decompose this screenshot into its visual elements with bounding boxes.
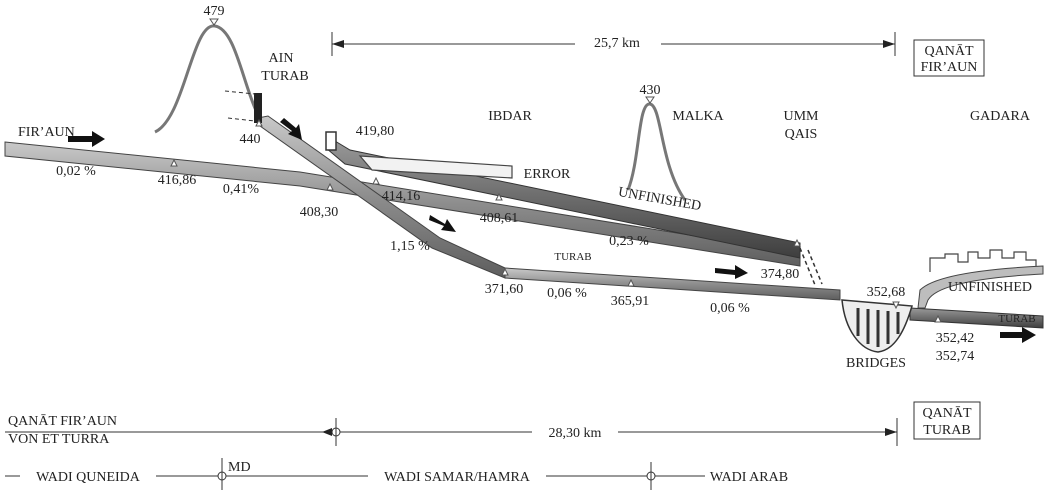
place-ain: AIN — [269, 51, 294, 66]
hill-ain-turab — [154, 24, 272, 134]
box-bottom-1: QANĀT — [923, 405, 972, 421]
hill-malka — [626, 102, 687, 201]
label-firaun: FIR’AUN — [18, 125, 75, 140]
gradient-006a: 0,06 % — [547, 286, 587, 301]
place-umm: UMM — [783, 109, 819, 124]
channel-error — [358, 155, 513, 179]
wadi-quneida: WADI QUNEIDA — [36, 470, 141, 485]
elev-40830: 408,30 — [300, 205, 339, 220]
gradient-115: 1,15 % — [390, 239, 430, 254]
ain-turab-shaft — [254, 93, 262, 123]
place-malka: MALKA — [672, 109, 724, 124]
elev-36591: 365,91 — [611, 294, 650, 309]
label-bridges: BRIDGES — [846, 356, 906, 371]
elev-41686: 416,86 — [158, 173, 197, 188]
gradient-006b: 0,06 % — [710, 301, 750, 316]
box-bottom-2: TURAB — [923, 423, 970, 438]
label-error: ERROR — [524, 167, 571, 182]
box-top-2: FIR’AUN — [921, 60, 978, 75]
place-gadara: GADARA — [970, 109, 1031, 124]
gradient-041: 0,41% — [223, 182, 260, 197]
channel-dashed-end — [799, 247, 816, 286]
elev-40861: 408,61 — [480, 211, 519, 226]
flow-arrows — [68, 118, 1036, 343]
elev-41980: 419,80 — [356, 124, 395, 139]
channel-unfinished-gadara — [917, 265, 1044, 309]
place-ibdar: IBDAR — [488, 109, 532, 124]
bottom-left-1: QANĀT FIR’AUN — [8, 413, 117, 429]
distance-bottom: 28,30 km — [549, 426, 602, 441]
gradient-023: 0,23 % — [609, 234, 649, 249]
elev-ain-base: 440 — [240, 132, 261, 147]
elev-35268: 352,68 — [867, 285, 906, 300]
elev-41416: 414,16 — [382, 189, 421, 204]
elev-peak-malka: 430 — [640, 83, 661, 98]
elev-37160: 371,60 — [485, 282, 524, 297]
place-turab: TURAB — [261, 69, 308, 84]
gadara-buildings — [929, 249, 1037, 272]
label-unfinished-gadara: UNFINISHED — [948, 280, 1032, 295]
label-turab-channel: TURAB — [554, 251, 591, 263]
place-qais: QAIS — [785, 127, 818, 142]
elev-peak-ain: 479 — [204, 4, 225, 19]
label-turab-right: TURAB — [998, 313, 1035, 325]
elev-35242: 352,42 — [936, 331, 975, 346]
wadi-arab: WADI ARAB — [710, 470, 788, 485]
elev-37480: 374,80 — [761, 267, 800, 282]
wadi-samar: WADI SAMAR/HAMRA — [384, 470, 531, 485]
box-qanat-firaun — [913, 39, 985, 77]
box-qanat-turab — [913, 401, 981, 440]
channel-turab-right — [909, 307, 1044, 329]
box-top-1: QANĀT — [925, 43, 974, 59]
label-md: MD — [228, 460, 251, 475]
gradient-002: 0,02 % — [56, 164, 96, 179]
elev-35274: 352,74 — [936, 349, 975, 364]
bottom-left-2: VON ET TURRA — [8, 432, 110, 447]
distance-top: 25,7 km — [594, 36, 640, 51]
channel-firaun-main — [4, 141, 801, 267]
